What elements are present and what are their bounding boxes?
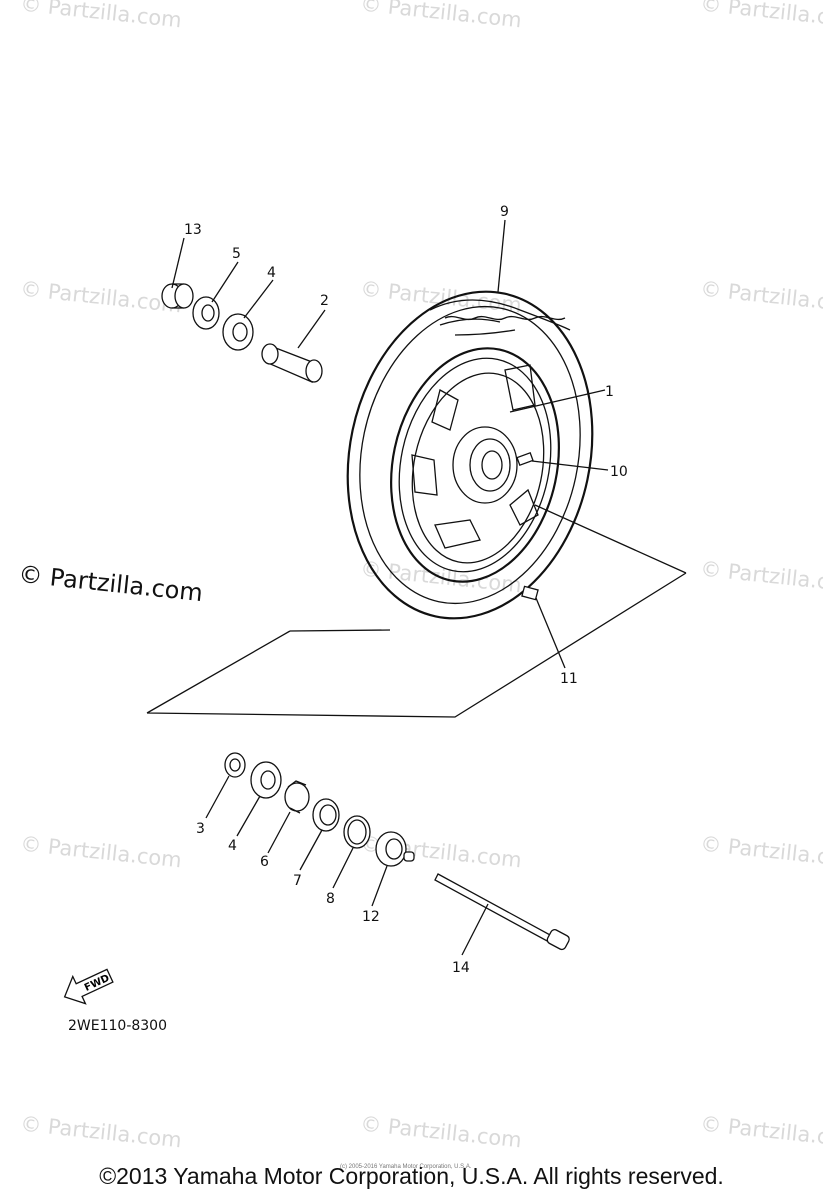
callout-7: 7: [293, 873, 302, 889]
axle-part-14[interactable]: [434, 873, 571, 951]
collar-part-13[interactable]: [161, 283, 194, 309]
oil-seal-part-8[interactable]: [343, 815, 371, 849]
callout-4: 4: [267, 265, 276, 281]
callout-9: 9: [500, 204, 509, 220]
callout-14: 14: [452, 960, 470, 976]
fwd-arrow-icon: FWD: [63, 968, 114, 1005]
small-credit: (c) 2005-2016 Yamaha Motor Corporation, …: [340, 1164, 472, 1170]
speedometer-gear-unit-part-12[interactable]: [375, 831, 415, 867]
balance-weight-part-11[interactable]: [521, 585, 539, 601]
callout-13: 13: [184, 222, 202, 238]
clutch-retainer-part-6[interactable]: [284, 780, 310, 814]
callout-3: 3: [196, 821, 205, 837]
gear-part-7[interactable]: [312, 798, 340, 832]
callout-2: 2: [320, 293, 329, 309]
callout-5: 5: [232, 246, 241, 262]
valve-part-10[interactable]: [516, 452, 534, 466]
callout-10: 10: [610, 464, 628, 480]
callout-8: 8: [326, 891, 335, 907]
callout-1: 1: [605, 384, 614, 400]
bearing-part-4-top[interactable]: [222, 313, 254, 351]
copyright-notice: ©2013 Yamaha Motor Corporation, U.S.A. A…: [99, 1163, 724, 1189]
collar-part-3[interactable]: [224, 752, 246, 778]
callout-12: 12: [362, 909, 380, 925]
callout-6: 6: [260, 854, 269, 870]
callout-11: 11: [560, 671, 578, 687]
wheel-rim-part-1[interactable]: [370, 333, 579, 598]
diagram-code: 2WE110-8300: [68, 1018, 167, 1034]
assembly-boundary: [146, 504, 687, 718]
bearing-part-5[interactable]: [192, 296, 220, 330]
tire-part-9[interactable]: [318, 269, 621, 642]
bearing-part-4-bottom[interactable]: [250, 761, 282, 799]
spacer-part-2[interactable]: [261, 343, 323, 383]
callout-4b: 4: [228, 838, 237, 854]
